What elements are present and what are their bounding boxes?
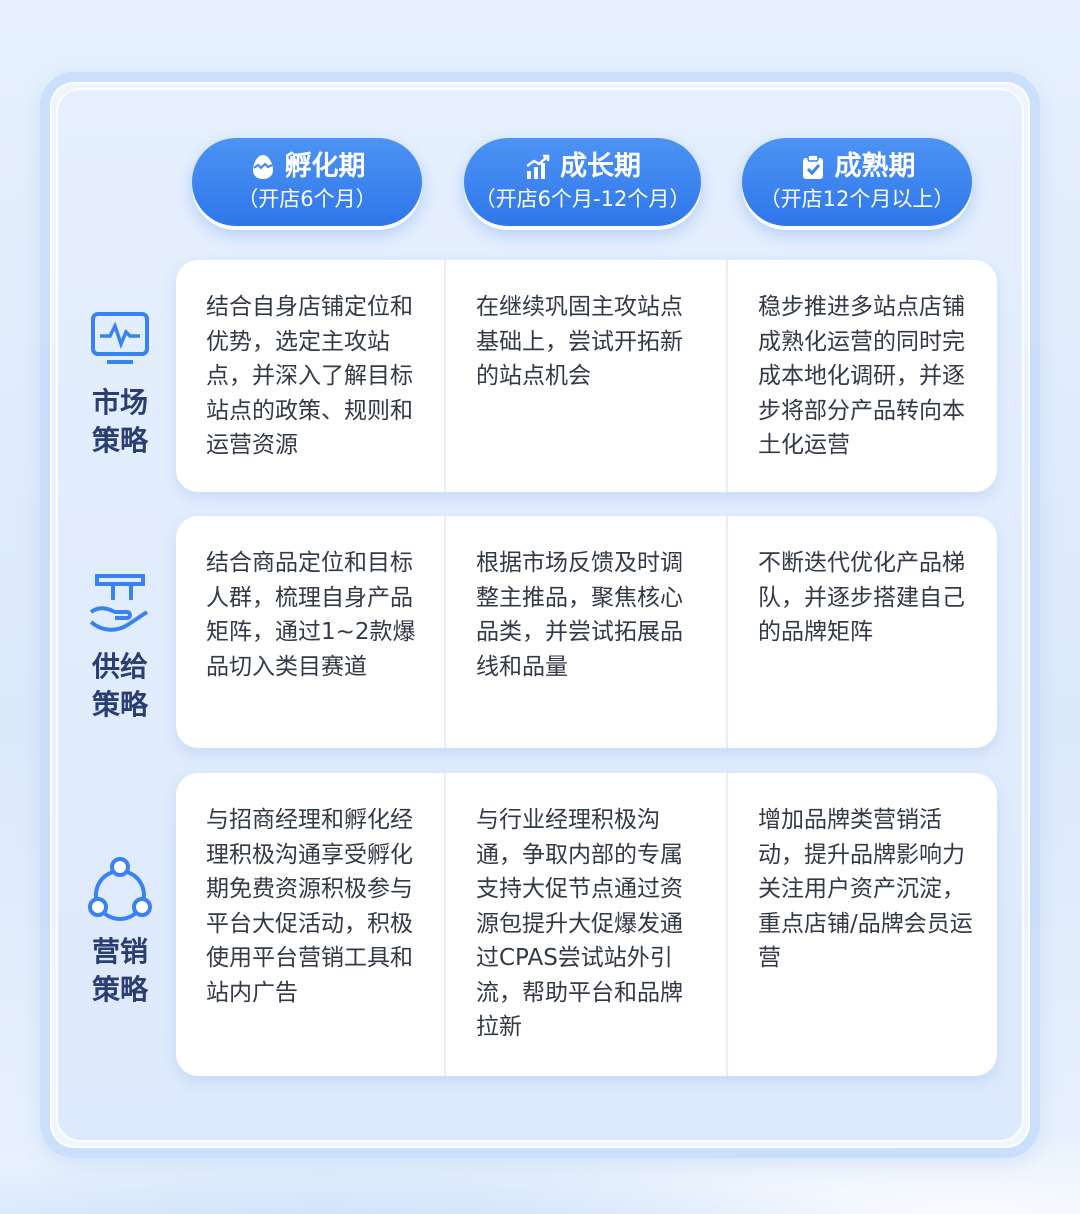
table-cell: 在继续巩固主攻站点基础上，尝试开拓新的站点机会 — [444, 260, 726, 492]
egg-icon — [252, 155, 273, 179]
table-cell: 结合自身店铺定位和优势，选定主攻站点，并深入了解目标站点的政策、规则和运营资源 — [206, 294, 413, 458]
table-cell: 结合商品定位和目标人群，梳理自身产品矩阵，通过1~2款爆品切入类目赛道 — [206, 550, 416, 680]
strategy-row-marketing: 与招商经理和孵化经理积极沟通享受孵化期免费资源积极参与平台大促活动，积极使用平台… — [176, 773, 997, 1076]
hand-box-icon — [89, 574, 149, 632]
phase-incubation: 孵化期 （开店6个月） — [192, 138, 422, 226]
phase-title: 成长期 — [560, 151, 641, 182]
phase-growth: 成长期 （开店6个月-12个月） — [464, 138, 701, 226]
phase-mature: 成熟期 （开店12个月以上） — [742, 138, 972, 226]
monitor-pulse-icon — [91, 312, 149, 364]
strategy-row-market: 结合自身店铺定位和优势，选定主攻站点，并深入了解目标站点的政策、规则和运营资源 … — [176, 260, 997, 492]
strategy-row-supply: 结合商品定位和目标人群，梳理自身产品矩阵，通过1~2款爆品切入类目赛道 根据市场… — [176, 516, 997, 748]
phase-subtitle: （开店6个月-12个月） — [474, 187, 691, 211]
phase-subtitle: （开店6个月） — [237, 187, 377, 211]
row-label-market: 市场策略 — [80, 306, 160, 460]
row-label-marketing: 营销策略 — [80, 855, 160, 1009]
row-label-text: 供给策略 — [91, 650, 148, 721]
clipboard-check-icon — [802, 154, 823, 179]
growth-chart-icon — [526, 154, 550, 179]
phase-title: 孵化期 — [284, 151, 366, 182]
table-cell: 增加品牌类营销活动，提升品牌影响力关注用户资产沉淀，重点店铺/品牌会员运营 — [726, 773, 997, 1076]
row-label-text: 市场策略 — [91, 386, 148, 457]
table-cell: 根据市场反馈及时调整主推品，聚焦核心品类，并尝试拓展品线和品量 — [444, 516, 726, 748]
table-cell: 稳步推进多站点店铺成熟化运营的同时完成本地化调研，并逐步将部分产品转向本土化运营 — [726, 260, 997, 492]
network-icon — [88, 857, 152, 921]
table-cell: 与行业经理积极沟通，争取内部的专属支持大促节点通过资源包提升大促爆发通过CPAS… — [444, 773, 726, 1076]
phase-title: 成熟期 — [834, 151, 916, 182]
table-cell: 与招商经理和孵化经理积极沟通享受孵化期免费资源积极参与平台大促活动，积极使用平台… — [206, 807, 413, 1006]
row-label-supply: 供给策略 — [80, 570, 160, 724]
phase-subtitle: （开店12个月以上） — [759, 187, 955, 211]
row-label-text: 营销策略 — [91, 935, 148, 1006]
table-cell: 不断迭代优化产品梯队，并逐步搭建自己的品牌矩阵 — [726, 516, 997, 748]
